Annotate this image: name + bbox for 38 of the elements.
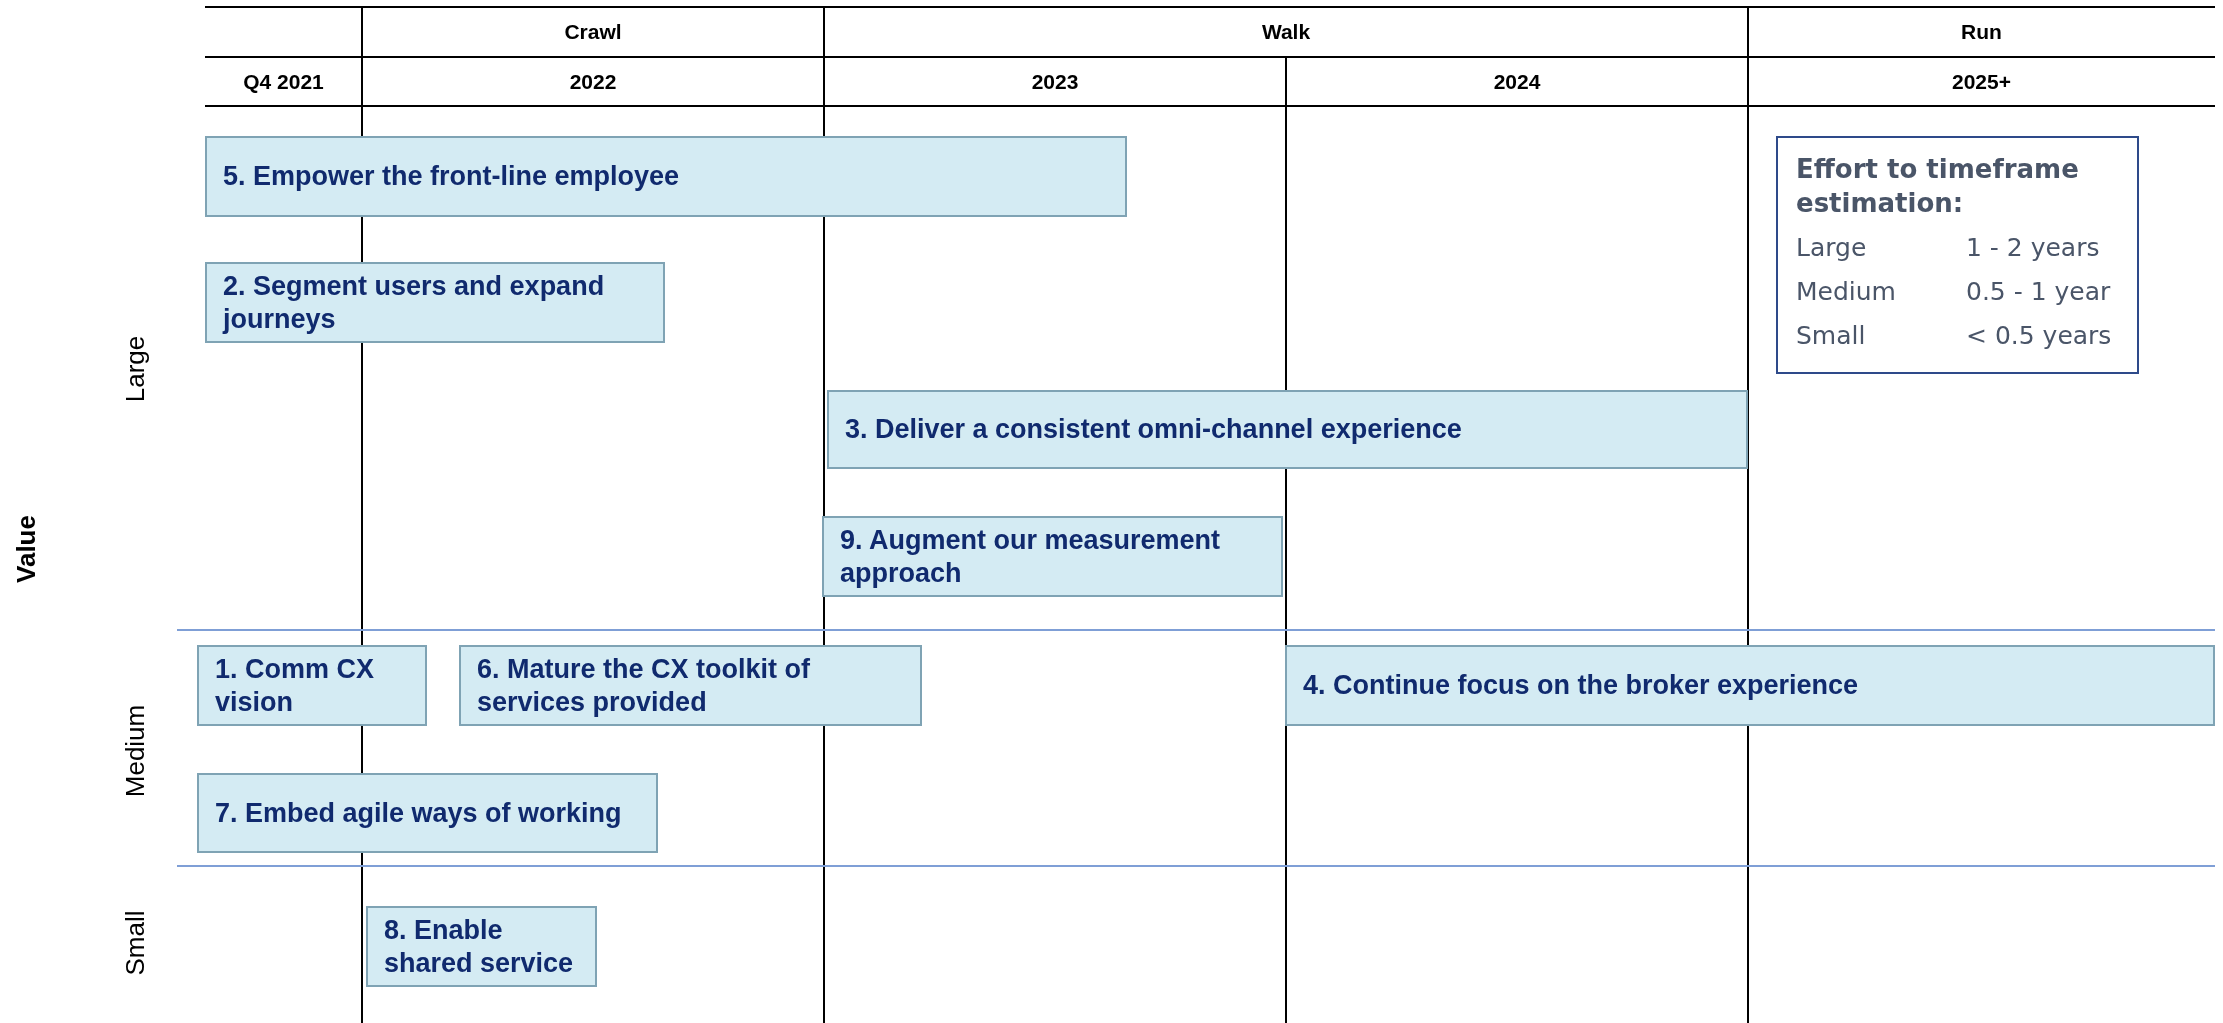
initiative-box [205,136,1127,217]
initiative-label: 4. Continue focus on the broker experience [1303,669,1859,702]
initiative-box [197,645,427,726]
initiative-box [459,645,922,726]
legend-panel [1776,136,2139,374]
row-label: Medium [119,704,151,798]
year-header: 2024 [1493,70,1541,94]
timeframe-value: 0.5 - 1 year [1966,276,2111,308]
initiative-box [1285,645,2215,726]
initiative-label: 1. Comm CX vision [215,652,376,719]
row-label: Small [119,910,151,976]
row-label: Large [119,335,151,403]
effort-size: Medium [1796,276,1897,308]
year-header: 2023 [1031,70,1079,94]
initiative-label: 7. Embed agile ways of working [215,796,622,830]
year-header: 2025+ [1952,70,2011,94]
initiative-label: 6. Mature the CX toolkit of services provided [477,652,812,719]
initiative-label: 9. Augment our measurement approach [840,523,1222,590]
initiative-box [197,773,658,853]
timeframe-value: < 0.5 years [1966,320,2112,352]
effort-size: Large [1796,232,1868,264]
initiative-box [205,262,665,343]
initiative-label: 5. Empower the front-line employee [223,160,680,193]
initiative-label: 3. Deliver a consistent omni-channel experience [845,413,1462,446]
initiative-label: 8. Enable shared service [384,913,575,980]
year-header: Q4 2021 [243,70,324,94]
initiative-box [822,516,1283,597]
initiative-label: 2. Segment users and expand journeys [223,269,606,336]
year-header: 2022 [569,70,617,94]
initiative-box [827,390,1748,469]
effort-size: Small [1796,320,1867,352]
legend-heading: Effort to timeframe estimation: [1796,153,2080,220]
axis-title: Value [10,515,42,583]
phase-header: Walk [1261,20,1311,44]
initiative-box [366,906,597,987]
timeframe-value: 1 - 2 years [1966,232,2100,264]
phase-header: Run [1961,20,2002,44]
phase-header: Crawl [564,20,622,44]
